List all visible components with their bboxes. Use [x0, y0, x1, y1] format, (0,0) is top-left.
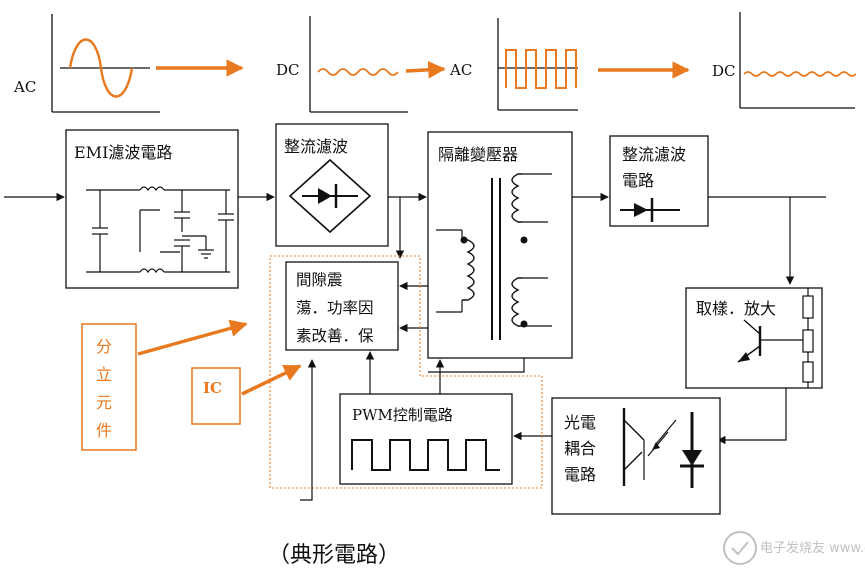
opto-coupler-block: 光電 耦合 電路 [551, 397, 721, 515]
ic-boundary-dotted [269, 255, 543, 489]
dc2-label: DC [712, 62, 736, 80]
svg-text:分: 分 [96, 337, 112, 356]
transformer-label: 隔離變壓器 [438, 145, 518, 164]
waveform-ac-square [497, 18, 578, 111]
osc-label-line3: 素改善．保 [296, 327, 374, 345]
svg-text:立: 立 [96, 365, 112, 384]
pwm-label: PWM控制電路 [352, 406, 453, 424]
opto-label-line3: 電路 [564, 465, 596, 484]
sampling-label: 取樣．放大 [696, 299, 776, 318]
sampling-block: 取樣．放大 [685, 287, 823, 389]
flow-arrow-2 [405, 61, 446, 79]
link-pwm-osc-bottom [300, 359, 317, 501]
watermark-text: 电子发烧友 www.elecfans.com [760, 540, 865, 556]
waveform-dc-1: DC [276, 16, 408, 113]
svg-text:元: 元 [96, 393, 112, 412]
rectifier2-label-line2: 電路 [622, 171, 654, 190]
ac2-label: AC [449, 61, 472, 79]
emi-block-label: EMI濾波電路 [74, 143, 172, 162]
watermark: 电子发烧友 www.elecfans.com [723, 531, 865, 565]
diagram-caption: （典形電路） [268, 543, 400, 568]
link-transformer-feedback [428, 358, 525, 373]
discrete-components-annotation: 分 立 元 件 [81, 323, 137, 451]
ic-label: IC [203, 379, 222, 397]
ic-pointer-arrow [241, 364, 302, 396]
dc1-label: DC [276, 61, 300, 79]
waveform-dc-2: DC [712, 12, 857, 109]
opto-label-line2: 耦合 [564, 439, 596, 458]
bridge-diamond-icon [288, 158, 372, 234]
emi-filter-schematic [86, 186, 234, 274]
ic-annotation: IC [191, 367, 241, 425]
opto-label-line1: 光電 [564, 413, 596, 432]
pwm-control-block: PWM控制電路 [339, 393, 513, 485]
svg-text:件: 件 [96, 421, 112, 440]
rectifier-block-1: 整流濾波 [275, 123, 389, 247]
discrete-pointer-arrow [137, 319, 248, 356]
transformer-block: 隔離變壓器 [427, 131, 573, 359]
oscillator-pfc-block: 間隙震 蕩．功率因 素改善．保 [285, 261, 399, 351]
waveform-ac-input: AC [13, 14, 160, 113]
rectifier-block-2: 整流濾波 電路 [609, 135, 709, 227]
link-sampling-opto [717, 388, 787, 445]
emi-filter-block: EMI濾波電路 [65, 129, 239, 289]
osc-label-line1: 間隙震 [296, 271, 343, 289]
rectifier1-label: 整流濾波 [284, 137, 348, 156]
rectifier2-label-line1: 整流濾波 [622, 145, 686, 164]
ac-input-label: AC [13, 78, 36, 96]
osc-label-line2: 蕩．功率因 [296, 299, 374, 317]
